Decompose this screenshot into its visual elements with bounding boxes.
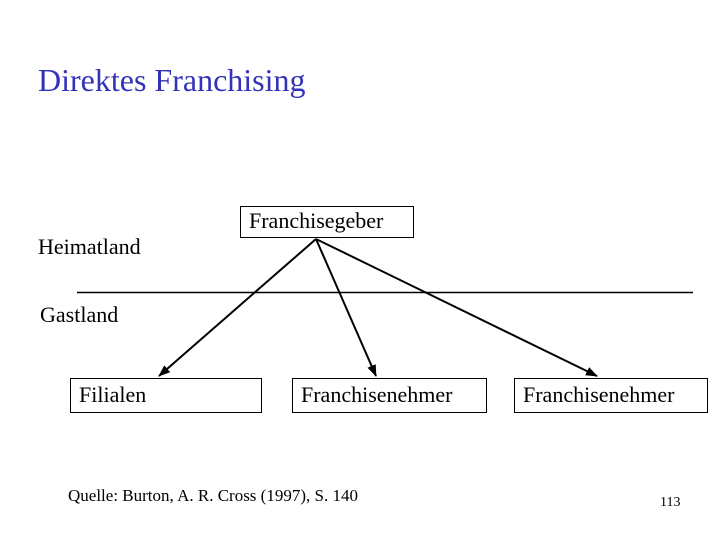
node-franchisegeber: Franchisegeber [240,206,414,238]
arrow-to-filialen [158,238,317,377]
slide-title: Direktes Franchising [38,62,306,98]
arrow-to-franchisenehmer-middle [315,238,377,377]
label-gastland: Gastland [40,302,119,327]
node-filialen-label: Filialen [79,382,147,407]
node-franchisenehmer-middle-label: Franchisenehmer [301,382,453,407]
node-franchisenehmer-right: Franchisenehmer [514,378,708,413]
label-heimatland: Heimatland [38,234,141,259]
node-filialen: Filialen [70,378,262,413]
node-franchisenehmer-right-label: Franchisenehmer [523,382,675,407]
node-franchisegeber-label: Franchisegeber [249,208,384,233]
arrow-to-franchisenehmer-right [315,238,598,377]
source-citation: Quelle: Burton, A. R. Cross (1997), S. 1… [68,486,358,505]
page-number: 113 [660,495,681,510]
node-franchisenehmer-middle: Franchisenehmer [292,378,487,413]
